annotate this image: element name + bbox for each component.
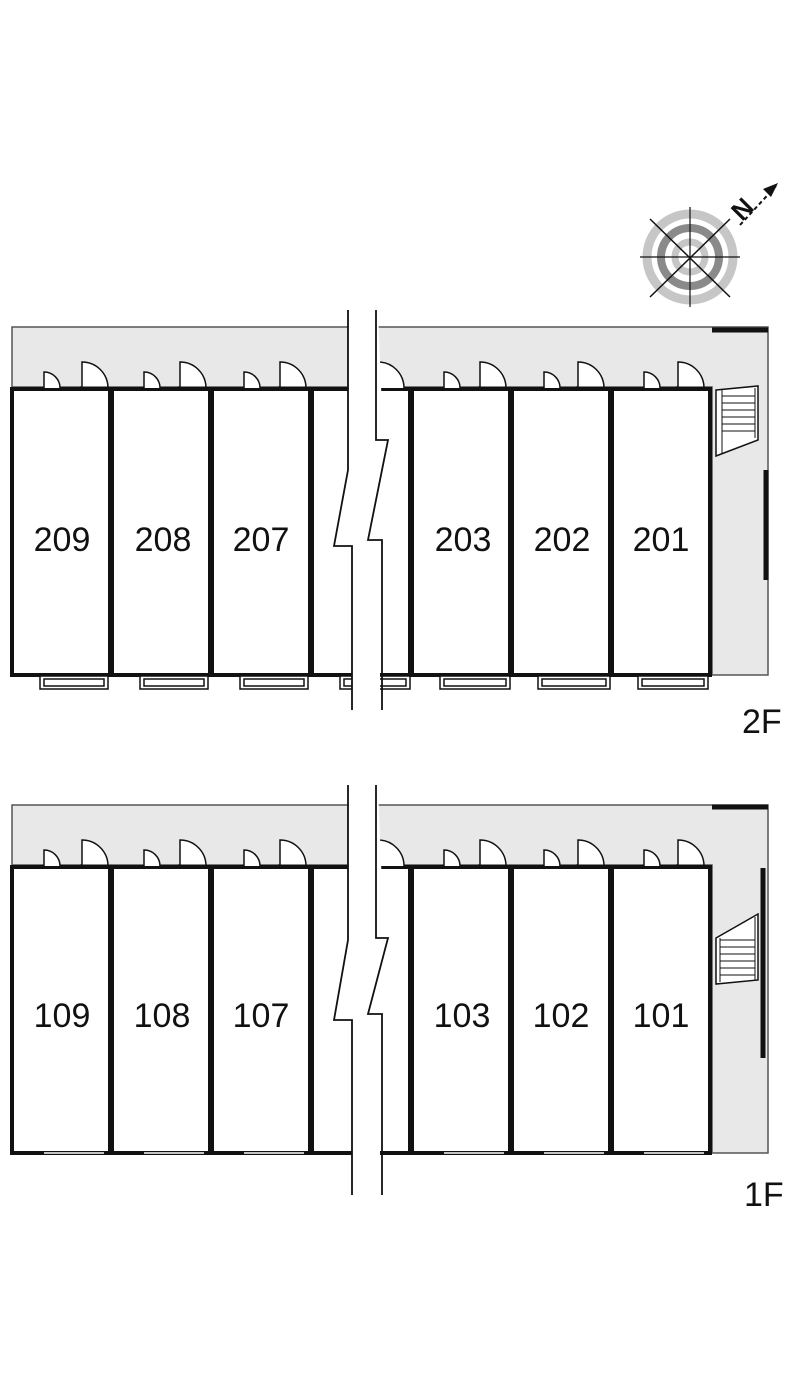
floor-label-1f: 1F [744, 1176, 784, 1214]
unit-label: 208 [135, 521, 192, 559]
floor-label-2f: 2F [742, 703, 782, 741]
compass-icon: N [640, 183, 778, 307]
unit-label: 201 [633, 521, 690, 559]
unit-box [610, 865, 712, 1155]
unit-label: 207 [233, 521, 290, 559]
unit-label: 102 [533, 997, 590, 1035]
unit-label: 107 [233, 997, 290, 1035]
stairs-icon [715, 385, 759, 458]
floor-1f: 109 108 107 103 102 101 1F [10, 785, 784, 1214]
unit-label: 202 [534, 521, 591, 559]
break-line [334, 310, 384, 710]
unit-label: 203 [435, 521, 492, 559]
unit-box [610, 387, 712, 677]
floor-2f: 209 208 207 203 202 201 2F [10, 310, 782, 741]
unit-label: 108 [134, 997, 191, 1035]
break-line [334, 785, 384, 1195]
unit-label: 209 [34, 521, 91, 559]
unit-label: 103 [434, 997, 491, 1035]
door-icons [43, 361, 705, 390]
unit-box [10, 387, 112, 677]
unit-box [410, 387, 512, 677]
unit-box [510, 865, 612, 1155]
stairs-icon [715, 912, 759, 985]
door-icons [43, 839, 705, 868]
unit-label: 101 [633, 997, 690, 1035]
unit-box [210, 387, 312, 677]
unit-label: 109 [34, 997, 91, 1035]
compass-north-label: N [725, 192, 759, 226]
